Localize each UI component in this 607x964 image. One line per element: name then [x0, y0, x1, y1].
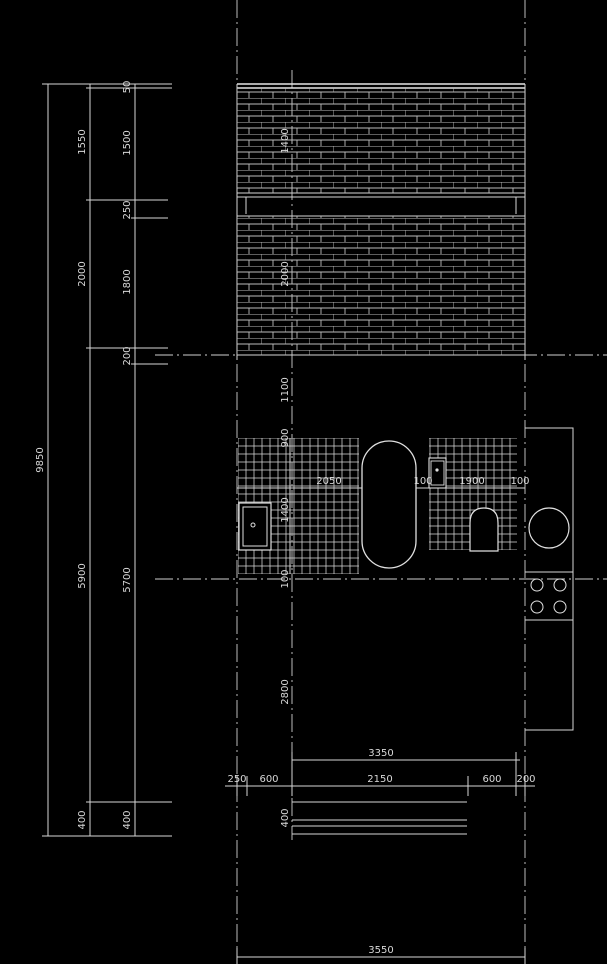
dim-left-outer-total: 9850 [35, 447, 46, 472]
left-dimension-lines [42, 83, 172, 837]
entry-steps [292, 801, 467, 835]
dim-center-5: 1400 [280, 497, 291, 522]
dimension-labels: 9850 1550 2000 5900 400 50 1500 250 1800… [35, 81, 536, 956]
dim-center-8: 400 [280, 808, 291, 827]
dim-center-2: 2000 [280, 261, 291, 286]
toilet [469, 507, 499, 552]
dim-horizontal-bottom-total: 3550 [368, 945, 393, 956]
basin-right [428, 457, 447, 489]
washing-machine [528, 507, 570, 549]
dim-horizontal-overall-top: 3350 [368, 748, 393, 759]
dim-left-inner-7: 400 [122, 810, 133, 829]
brick-paving-upper [237, 88, 525, 193]
dim-left-inner-3: 250 [122, 200, 133, 219]
dim-horizontal-seg-4: 600 [482, 774, 501, 785]
dim-room-4: 100 [510, 476, 529, 487]
dim-center-7: 2800 [280, 679, 291, 704]
dim-horizontal-seg-2: 600 [259, 774, 278, 785]
dim-room-1: 2050 [316, 476, 341, 487]
dim-center-4: 900 [280, 428, 291, 447]
dim-center-3: 1100 [280, 377, 291, 402]
dim-left-mid-3: 5900 [77, 563, 88, 588]
dim-horizontal-seg-1: 250 [227, 774, 246, 785]
dim-left-inner-2: 1500 [122, 130, 133, 155]
bathtub [361, 440, 417, 569]
horizontal-dimension-lines [225, 752, 535, 964]
bathroom-area [237, 438, 525, 574]
dim-center-6: 100 [280, 569, 291, 588]
dim-room-3: 1900 [459, 476, 484, 487]
dim-left-inner-1: 50 [122, 81, 133, 94]
dim-horizontal-seg-3: 2150 [367, 774, 392, 785]
dim-horizontal-seg-5: 200 [516, 774, 535, 785]
dim-left-mid-4: 400 [77, 810, 88, 829]
dim-left-inner-6: 5700 [122, 567, 133, 592]
dim-left-mid-1: 1550 [77, 129, 88, 154]
right-annex [525, 427, 574, 731]
dim-left-inner-4: 1800 [122, 269, 133, 294]
dim-left-inner-5: 200 [122, 346, 133, 365]
brick-paving-lower [237, 216, 525, 355]
cooktop [530, 578, 567, 614]
vanity-basin-left [238, 502, 272, 551]
dim-center-1: 1400 [280, 128, 291, 153]
dim-room-2: 100 [413, 476, 432, 487]
dim-left-mid-2: 2000 [77, 261, 88, 286]
